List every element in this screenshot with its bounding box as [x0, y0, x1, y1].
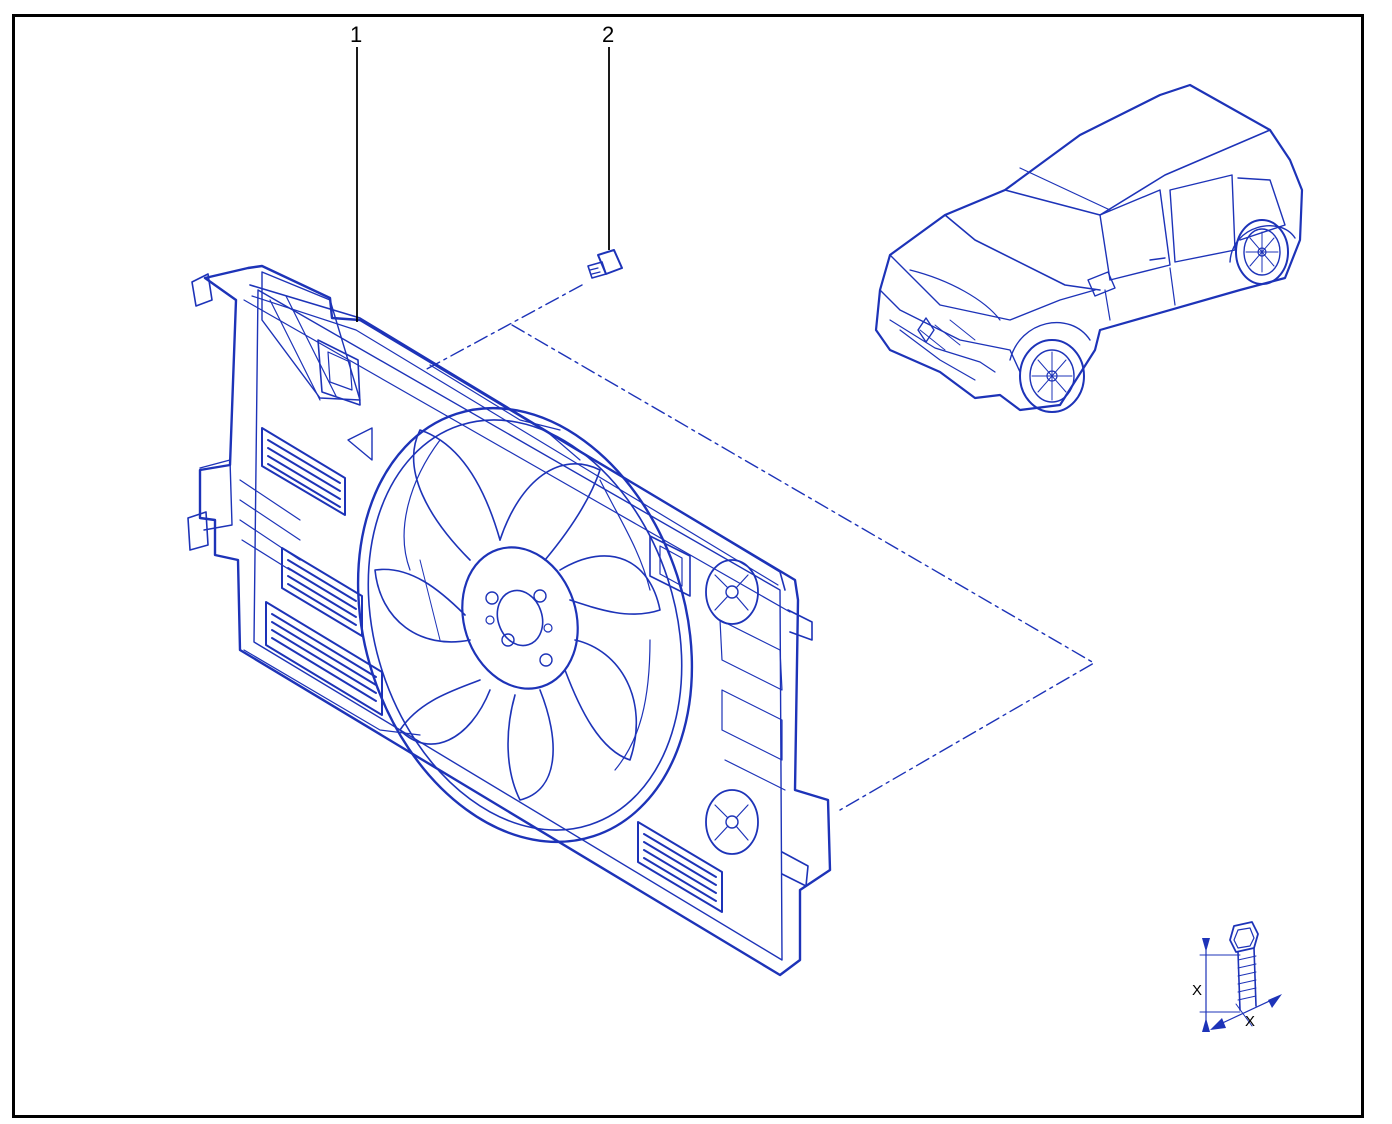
- bolt-dim-label-diagonal: X: [1245, 1013, 1256, 1030]
- vent-grille-top-left: [261, 427, 346, 516]
- mount-boss-bottom: [705, 789, 759, 855]
- callout-label-1: 1: [350, 22, 363, 47]
- vent-grille-bottom-right: [637, 821, 723, 913]
- assembly-guide-lines: [424, 284, 1095, 811]
- fan-hub: [461, 546, 579, 690]
- vent-grille-bottom-left: [265, 601, 383, 716]
- diagram-frame: [12, 14, 1364, 1118]
- bolt-dim-label-vertical: X: [1192, 982, 1203, 999]
- bolt-legend-diagram: [1199, 921, 1277, 1031]
- bolt-legend-arrows: [1202, 938, 1282, 1032]
- fan-shroud-assembly: [187, 264, 832, 977]
- fan-blades: [374, 429, 661, 801]
- callout-label-2: 2: [602, 22, 615, 47]
- vehicle-thumbnail: [874, 83, 1304, 413]
- callout-leaders: [356, 47, 610, 322]
- fan-ring: [356, 406, 694, 844]
- vent-grille-mid-left: [281, 547, 363, 637]
- mount-boss-top: [705, 559, 759, 625]
- screw-part: [587, 249, 623, 279]
